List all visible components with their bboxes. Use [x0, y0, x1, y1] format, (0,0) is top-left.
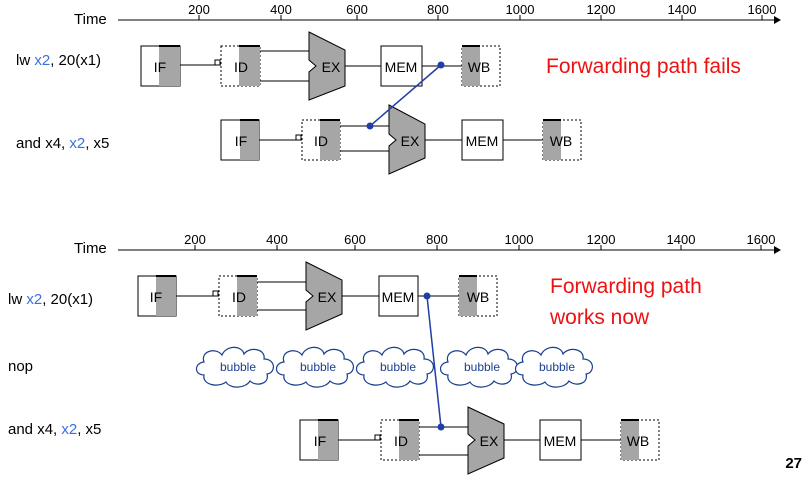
stage-ex: EX — [467, 406, 505, 475]
stage-if: IF — [140, 45, 181, 87]
bottom-row3-pipeline: IF ID EX MEM WB — [299, 406, 660, 475]
tick-label: 1600 — [748, 2, 777, 17]
svg-text:WB: WB — [467, 289, 490, 305]
bubble: bubble — [275, 346, 355, 388]
svg-text:ID: ID — [232, 289, 246, 305]
tick-label: 1400 — [667, 232, 696, 247]
bottom-instr-nop: nop — [8, 358, 33, 375]
tick-label: 800 — [427, 2, 449, 17]
bottom-message-line1: Forwarding path — [550, 275, 702, 298]
page-number: 27 — [785, 455, 802, 472]
top-instr-lw: lw x2, 20(x1) — [16, 52, 101, 69]
svg-text:WB: WB — [627, 433, 650, 449]
svg-text:ID: ID — [394, 433, 408, 449]
tick-label: 1000 — [506, 2, 535, 17]
top-axis-title: Time — [74, 11, 107, 28]
top-row2-pipeline: IF ID EX MEM WB — [220, 104, 582, 175]
bubble: bubble — [195, 346, 275, 388]
svg-text:EX: EX — [318, 289, 337, 305]
top-axis-ticks: 200 400 600 800 1000 1200 1400 1600 — [188, 2, 776, 20]
svg-text:IF: IF — [235, 133, 247, 149]
svg-text:EX: EX — [401, 133, 420, 149]
tick-label: 800 — [426, 232, 448, 247]
svg-text:bubble: bubble — [539, 360, 575, 374]
tick-label: 1600 — [747, 232, 776, 247]
svg-text:IF: IF — [150, 289, 162, 305]
svg-text:IF: IF — [314, 433, 326, 449]
svg-text:ID: ID — [314, 133, 328, 149]
tick-label: 600 — [346, 2, 368, 17]
stage-id: ID — [301, 119, 341, 161]
svg-text:MEM: MEM — [544, 433, 577, 449]
tick-label: 600 — [344, 232, 366, 247]
tick-label: 1200 — [587, 232, 616, 247]
svg-text:WB: WB — [550, 133, 573, 149]
bottom-instr-and: and x4, x2, x5 — [8, 421, 101, 438]
top-forwarding-path — [366, 61, 445, 130]
stage-if: IF — [137, 275, 177, 317]
stage-if: IF — [220, 119, 260, 161]
bottom-axis-ticks: 200 400 600 800 1000 1200 1400 1600 — [184, 232, 775, 250]
tick-label: 1000 — [505, 232, 534, 247]
stage-ex: EX — [388, 104, 426, 175]
svg-text:EX: EX — [480, 433, 499, 449]
top-instr-and: and x4, x2, x5 — [16, 135, 109, 152]
bubble: bubble — [514, 346, 594, 388]
stage-id: ID — [380, 419, 420, 461]
stage-wb: WB — [458, 275, 498, 317]
bubble-row: bubble bubble bubble bubble bubble — [195, 346, 594, 388]
stage-mem: MEM — [378, 275, 419, 317]
stage-mem: MEM — [380, 45, 423, 87]
stage-ex: EX — [308, 31, 346, 101]
stage-mem: MEM — [539, 419, 582, 461]
stage-wb: WB — [542, 119, 582, 161]
stage-wb: WB — [620, 419, 660, 461]
stage-id: ID — [218, 275, 258, 317]
top-time-axis: Time 200 400 600 800 1000 1200 1400 1600 — [74, 2, 781, 28]
svg-text:WB: WB — [468, 59, 491, 75]
svg-text:MEM: MEM — [466, 133, 499, 149]
svg-text:bubble: bubble — [464, 360, 500, 374]
bottom-forwarding-path — [423, 292, 445, 431]
svg-text:MEM: MEM — [385, 59, 418, 75]
bubble: bubble — [439, 346, 519, 388]
bubble: bubble — [355, 346, 435, 388]
tick-label: 1200 — [587, 2, 616, 17]
svg-text:ID: ID — [234, 59, 248, 75]
bottom-instr-lw: lw x2, 20(x1) — [8, 291, 93, 308]
tick-label: 400 — [270, 2, 292, 17]
tick-label: 200 — [188, 2, 210, 17]
svg-text:bubble: bubble — [220, 360, 256, 374]
stage-mem: MEM — [461, 119, 504, 161]
svg-text:bubble: bubble — [380, 360, 416, 374]
svg-text:bubble: bubble — [300, 360, 336, 374]
svg-text:MEM: MEM — [382, 289, 415, 305]
tick-label: 400 — [266, 232, 288, 247]
top-message: Forwarding path fails — [546, 55, 741, 78]
stage-ex: EX — [305, 261, 343, 331]
top-row1-pipeline: IF ID EX MEM WB — [140, 31, 501, 101]
bottom-message-line2: works now — [549, 306, 650, 329]
stage-wb: WB — [461, 45, 501, 87]
svg-text:EX: EX — [322, 59, 341, 75]
stage-if: IF — [299, 419, 339, 461]
bottom-row1-pipeline: IF ID EX MEM WB — [137, 261, 498, 331]
tick-label: 200 — [184, 232, 206, 247]
tick-label: 1400 — [668, 2, 697, 17]
bottom-axis-title: Time — [74, 240, 107, 257]
bottom-time-axis: Time 200 400 600 800 1000 1200 1400 1600 — [74, 232, 781, 257]
stage-id: ID — [220, 45, 261, 87]
svg-text:IF: IF — [154, 59, 166, 75]
